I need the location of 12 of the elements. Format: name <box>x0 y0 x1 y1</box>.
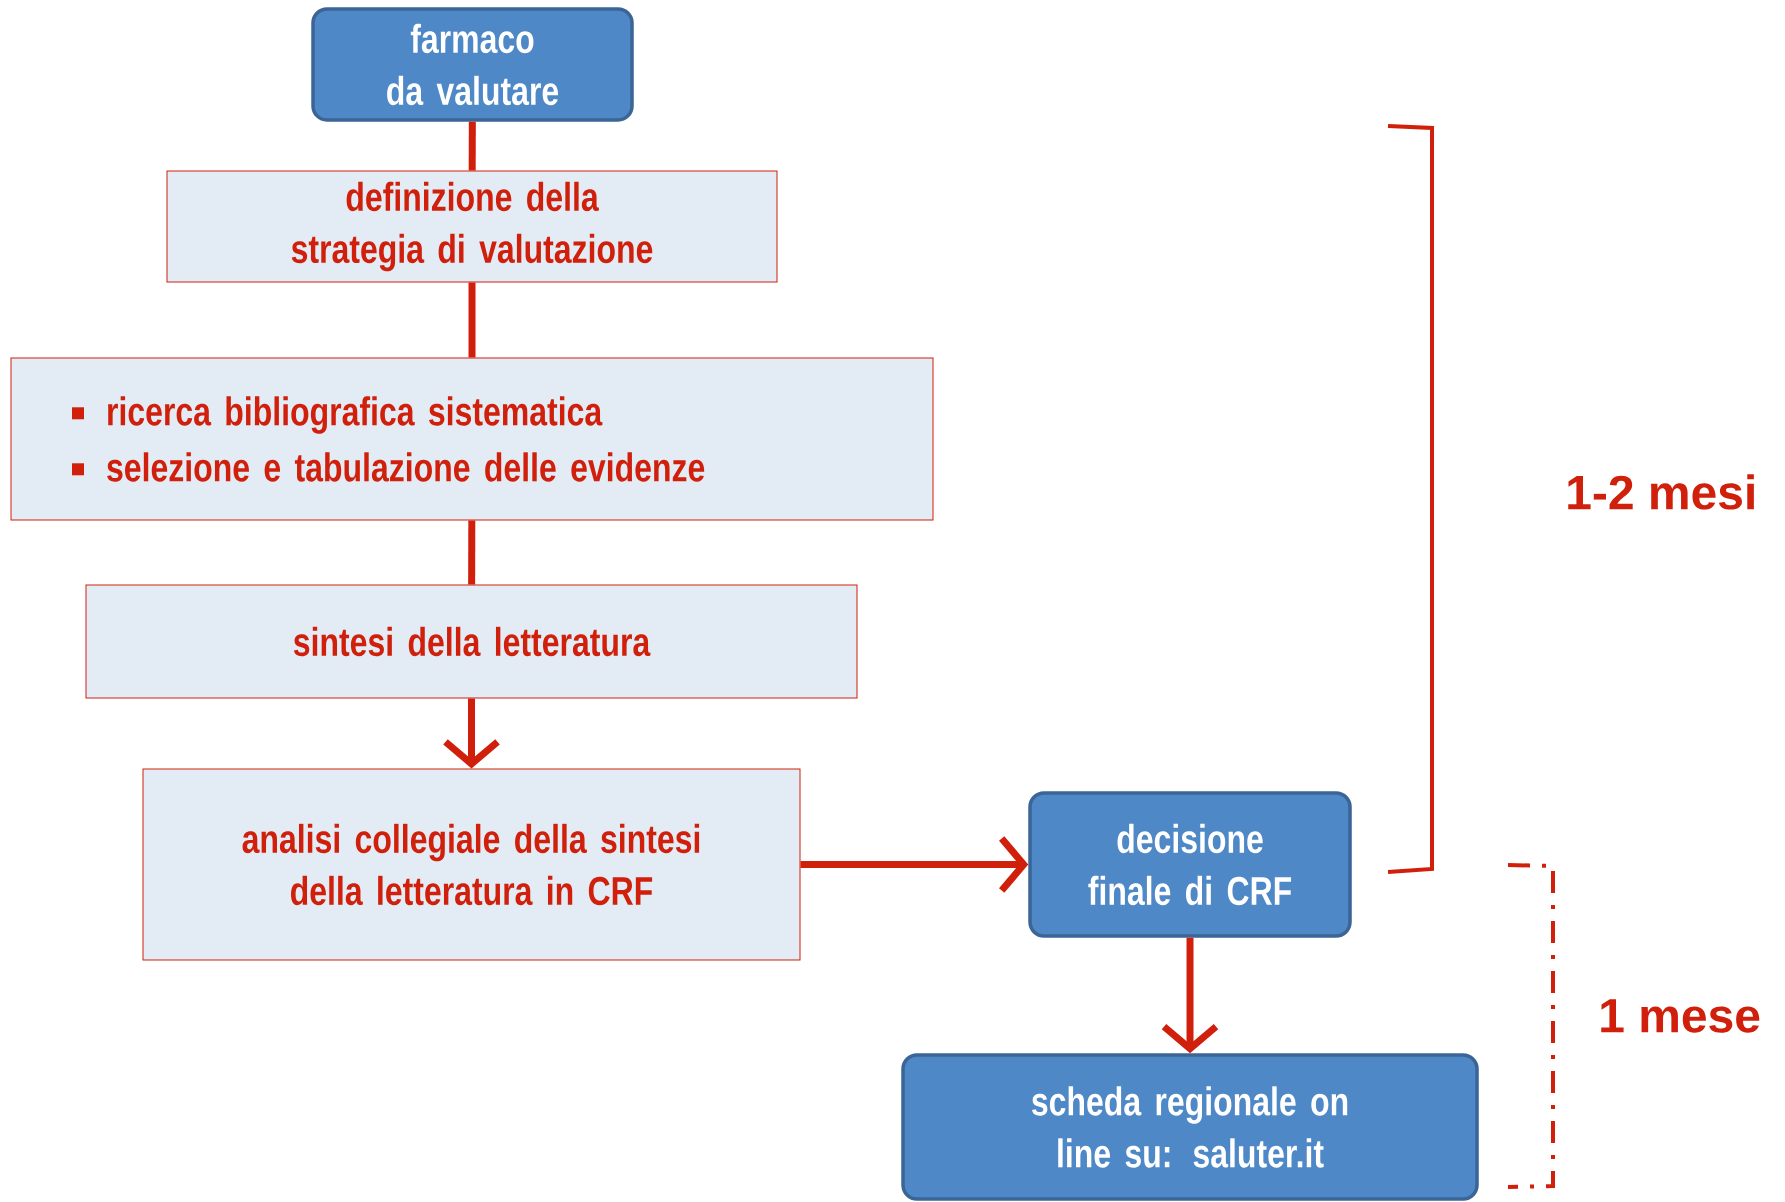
duration-label: 1-2 mesi <box>1568 474 1754 510</box>
bullet-list-box: ricerca bibliografica sistematica selezione e tabulazione delle evidenze <box>10 357 934 521</box>
arrow <box>1161 937 1219 1054</box>
process-box: sintesi della letteratura <box>85 584 858 699</box>
process-box: farmaco da valutare <box>311 7 634 122</box>
process-box: analisi collegiale della sintesi della letteratura in CRF <box>142 768 801 961</box>
connector-line <box>468 121 476 171</box>
arrow <box>800 836 1029 893</box>
process-box: scheda regionale on line su: saluter.it <box>901 1053 1479 1201</box>
process-box: definizione della strategia di valutazione <box>166 170 778 283</box>
duration-label: 1 mese <box>1601 999 1760 1033</box>
process-box: decisione finale di CRF <box>1028 791 1352 938</box>
